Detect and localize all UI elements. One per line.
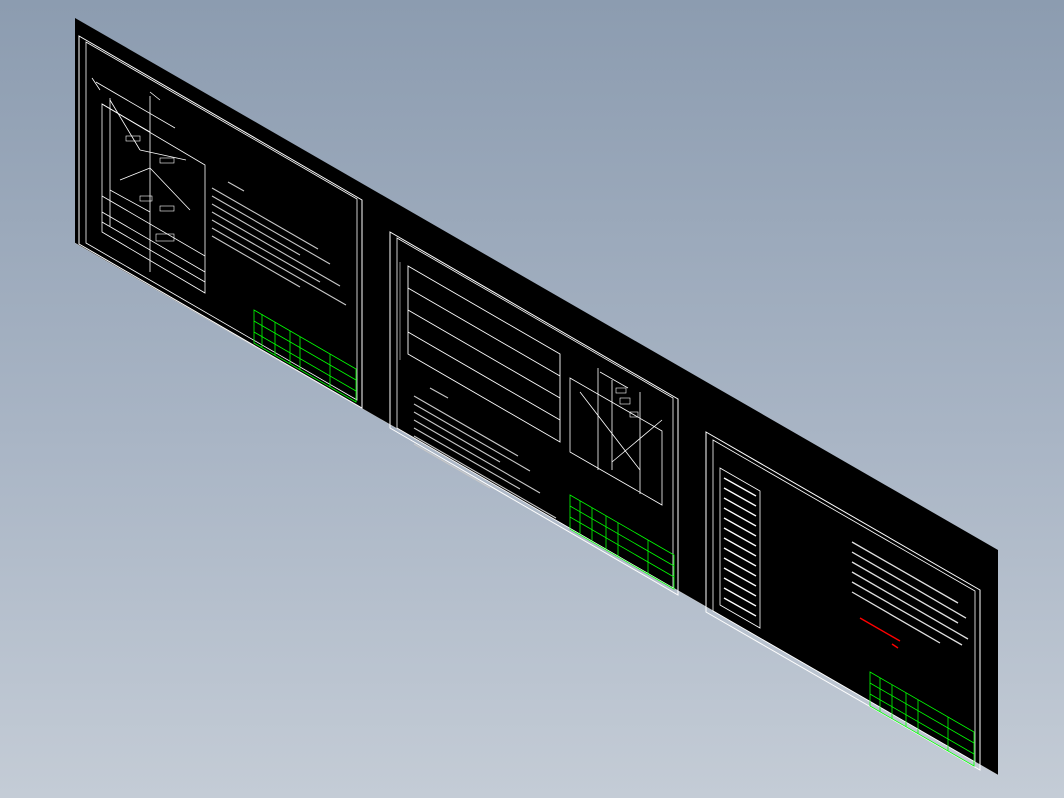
plane-edge-lines: [74, 242, 999, 776]
sheet-2-outer-border: [389, 231, 679, 596]
sheet-1[interactable]: [78, 35, 363, 409]
sheet-2-title-block[interactable]: [569, 494, 675, 590]
sheet-3-outer-border: [705, 431, 981, 771]
sheet-1-profile-drawing: [91, 77, 206, 294]
sheet-2-profile-drawing: [569, 368, 663, 506]
sheet-3-text-column: [719, 467, 761, 629]
sheet-3-red-annotation: [859, 617, 901, 649]
sheet-1-title-block[interactable]: [253, 309, 357, 403]
sheet-1-inner-border: [85, 41, 358, 401]
drawing-plane: [75, 18, 998, 775]
sheet-3-title-block[interactable]: [869, 671, 975, 767]
sheet-2-notes: [413, 387, 557, 519]
sheet-2-plan-drawing: [399, 262, 561, 443]
sheet-3[interactable]: [705, 431, 981, 771]
sheet-3-notes: [851, 541, 969, 646]
sheet-1-notes: [211, 181, 347, 306]
sheet-1-outer-border: [78, 35, 363, 409]
